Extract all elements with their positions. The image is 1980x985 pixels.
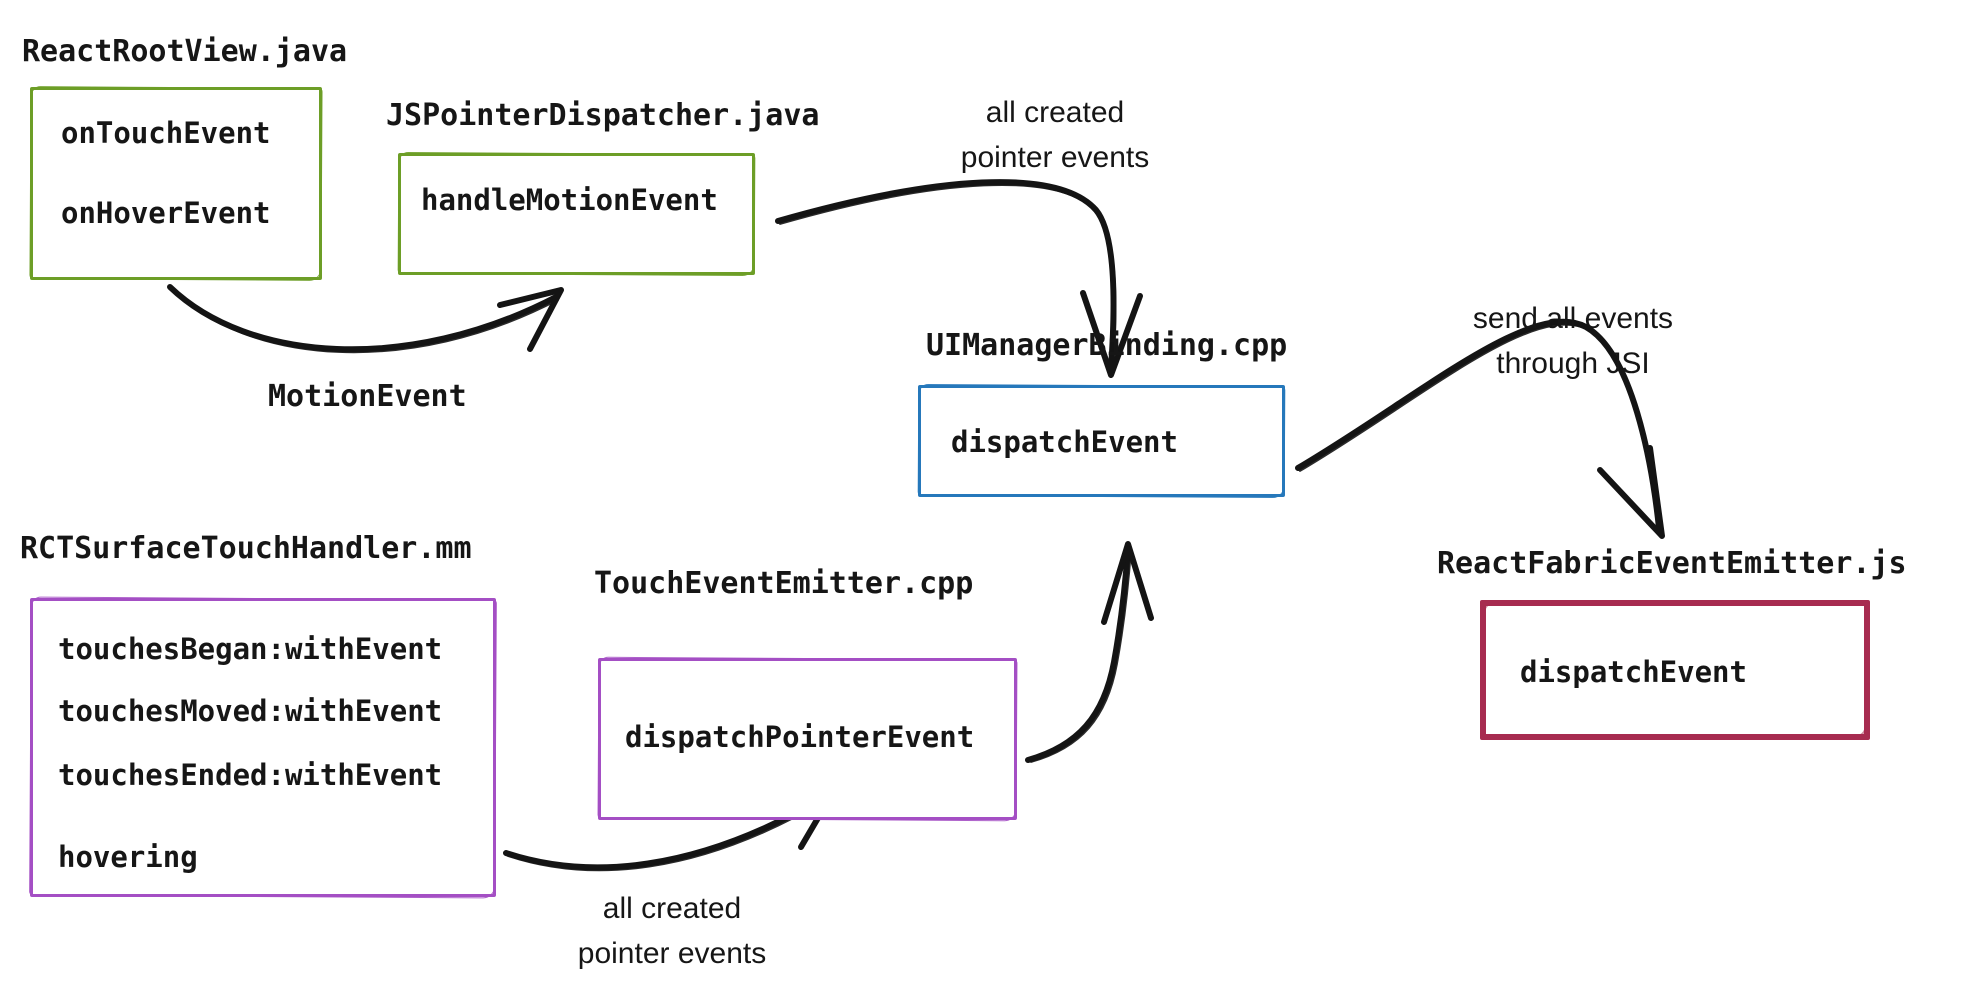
method-on-touch-event: onTouchEvent: [61, 116, 271, 150]
edge-label-line: send all events: [1472, 302, 1674, 335]
file-label-touch-event-emitter: TouchEventEmitter.cpp: [594, 566, 974, 601]
edge-label-line: pointer events: [960, 141, 1150, 174]
method-handle-motion-event: handleMotionEvent: [421, 183, 718, 217]
file-label-rct-surface-touch-handler: RCTSurfaceTouchHandler.mm: [20, 531, 472, 566]
node-box-touch-event-emitter: dispatchPointerEvent: [598, 658, 1017, 820]
method-touches-moved: touchesMoved:withEvent: [58, 694, 443, 728]
method-on-hover-event: onHoverEvent: [61, 196, 271, 230]
method-dispatch-event-binding: dispatchEvent: [951, 425, 1178, 459]
file-label-js-pointer-dispatcher: JSPointerDispatcher.java: [386, 98, 820, 133]
edge-label-line: all created: [985, 96, 1125, 129]
edge-label-all-created-pointer-events-bottom: all created pointer events: [497, 886, 847, 976]
method-hovering: hovering: [58, 840, 198, 874]
edge-label-motion-event: MotionEvent: [268, 379, 467, 414]
node-box-ui-manager-binding: dispatchEvent: [918, 385, 1285, 497]
arrow-dispatchpointerevent-to-dispatchevent: [1025, 541, 1154, 763]
node-box-react-fabric-event-emitter: dispatchEvent: [1480, 600, 1870, 740]
method-dispatch-pointer-event: dispatchPointerEvent: [625, 720, 975, 754]
edge-label-all-created-pointer-events-top: all created pointer events: [880, 90, 1230, 180]
node-box-rct-surface-touch-handler: touchesBegan:withEvent touchesMoved:with…: [30, 598, 496, 897]
edge-label-line: pointer events: [577, 937, 767, 970]
edge-label-send-all-events-through-jsi: send all events through JSI: [1398, 296, 1748, 386]
file-label-ui-manager-binding: UIManagerBinding.cpp: [926, 328, 1288, 363]
file-label-react-root-view: ReactRootView.java: [22, 34, 348, 69]
arrow-motion-event: [167, 284, 564, 354]
node-box-js-pointer-dispatcher: handleMotionEvent: [398, 153, 755, 275]
node-box-react-root-view: onTouchEvent onHoverEvent: [30, 87, 322, 280]
method-touches-began: touchesBegan:withEvent: [58, 632, 443, 666]
file-label-react-fabric-event-emitter: ReactFabricEventEmitter.js: [1437, 546, 1907, 581]
method-touches-ended: touchesEnded:withEvent: [58, 758, 443, 792]
edge-label-line: through JSI: [1496, 347, 1650, 380]
edge-label-line: all created: [602, 892, 742, 925]
method-dispatch-event-emitter: dispatchEvent: [1520, 655, 1747, 689]
